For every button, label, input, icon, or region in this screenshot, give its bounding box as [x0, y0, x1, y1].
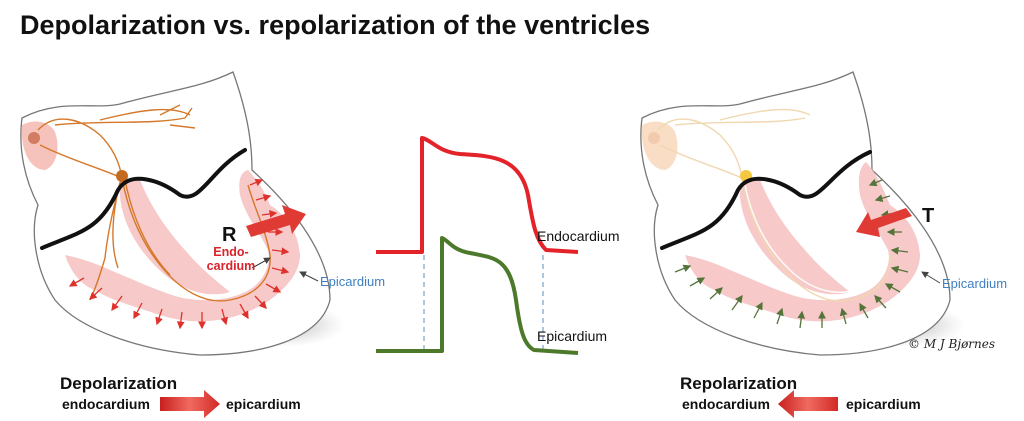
endo-line1: Endo- — [213, 245, 249, 259]
page-title: Depolarization vs. repolarization of the… — [20, 10, 651, 40]
left-av-groove — [40, 148, 247, 250]
left-big-arrow — [246, 205, 306, 237]
right-white-pathways — [732, 184, 856, 293]
left-av-node — [116, 170, 128, 182]
repolarization-heading: Repolarization — [680, 374, 798, 393]
endocardium-curve-label: Endocardium — [537, 228, 620, 244]
depolarization-heading: Depolarization — [60, 374, 178, 393]
right-caption-arrow — [778, 390, 838, 418]
right-ventricle-tissue — [685, 162, 920, 322]
epicardium-action-potential — [376, 236, 579, 355]
endocardium-inner-label: Endo- cardium — [196, 245, 266, 273]
right-septum-tissue — [739, 180, 850, 295]
left-heart — [20, 71, 345, 356]
right-big-arrow — [856, 208, 912, 237]
left-epicardium-label: Epicardium — [320, 274, 386, 289]
action-potential-graph — [376, 136, 579, 355]
epicardium-curve-label: Epicardium — [537, 328, 608, 344]
endo-line2: cardium — [206, 259, 256, 273]
left-epi-pointer — [299, 271, 319, 282]
right-sa-node — [648, 132, 660, 144]
r-wave-label: R — [222, 224, 237, 246]
right-heart — [640, 71, 965, 356]
left-caption-arrow — [160, 390, 220, 418]
repolarization-from-label: endocardium — [682, 396, 770, 412]
right-purkinje-network — [657, 108, 891, 302]
repolarization-to-label: epicardium — [846, 396, 921, 412]
copyright-signature: © M J Bjørnes — [908, 337, 996, 351]
left-depolarization-arrows — [68, 178, 290, 330]
right-epi-pointer — [921, 271, 941, 284]
left-endo-pointer — [251, 257, 271, 269]
t-wave-label: T — [922, 205, 935, 227]
left-sa-node — [28, 132, 40, 144]
depolarization-to-label: epicardium — [226, 396, 301, 412]
left-septum-tissue — [119, 180, 230, 295]
right-epicardium-label: Epicardium — [942, 276, 1008, 291]
endocardium-action-potential — [376, 136, 579, 254]
left-ventricle-tissue — [65, 170, 300, 322]
depolarization-from-label: endocardium — [62, 396, 150, 412]
right-av-groove — [660, 150, 872, 250]
